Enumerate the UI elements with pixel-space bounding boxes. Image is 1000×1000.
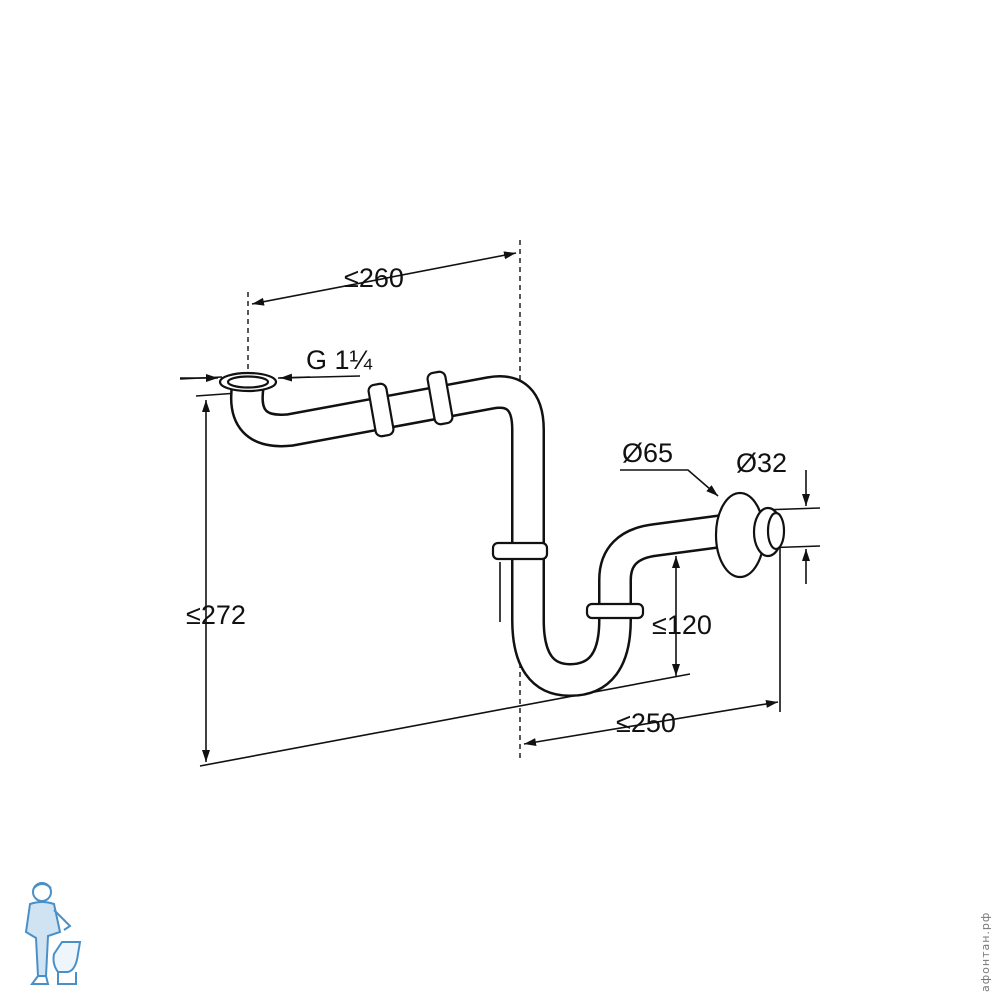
label-height-outlet: ≤120 bbox=[652, 610, 712, 640]
vertical-collar bbox=[491, 541, 549, 561]
outlet-flange bbox=[714, 491, 786, 579]
label-width-bottom: ≤250 bbox=[616, 708, 676, 738]
dim-diameter-large-leader bbox=[620, 469, 719, 497]
dim-thread-arrow-right bbox=[279, 373, 311, 382]
dimension-arrows bbox=[180, 251, 810, 762]
siphon-pipe bbox=[218, 370, 786, 697]
site-watermark-text: афонтан.рф bbox=[979, 911, 992, 992]
label-thread: G 1¼ bbox=[306, 345, 373, 375]
pipe-collar-1 bbox=[367, 382, 395, 438]
pipe-collar-2 bbox=[426, 370, 454, 426]
extension-lines bbox=[179, 240, 821, 767]
pipe-fill bbox=[232, 377, 747, 695]
dim-width-top-line bbox=[251, 251, 517, 306]
inlet-ring-inner bbox=[226, 375, 270, 389]
trap-collar bbox=[585, 602, 645, 620]
label-diameter-large: Ø65 bbox=[622, 438, 673, 468]
site-watermark: афонтан.рф bbox=[978, 882, 994, 992]
dimension-labels: ≤260 G 1¼ Ø65 Ø32 ≤272 ≤120 ≤250 bbox=[186, 263, 787, 738]
dim-width-bottom-line bbox=[523, 700, 779, 746]
label-width-top: ≤260 bbox=[344, 263, 404, 293]
plumber-mascot-logo bbox=[24, 882, 82, 985]
label-diameter-small: Ø32 bbox=[736, 448, 787, 478]
label-height-total: ≤272 bbox=[186, 600, 246, 630]
